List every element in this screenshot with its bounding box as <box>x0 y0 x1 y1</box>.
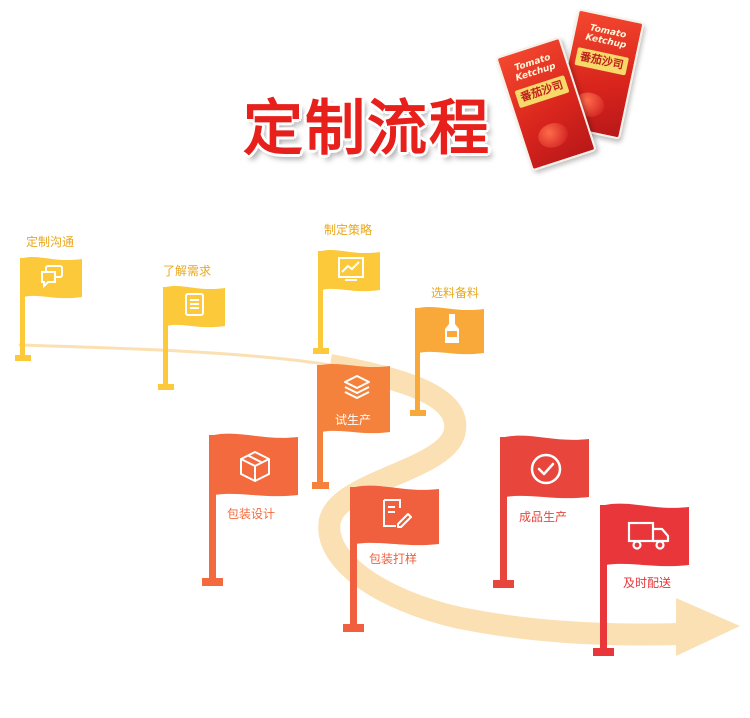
document-icon <box>185 293 204 316</box>
layers-icon <box>344 375 370 399</box>
flag-step-9: 及时配送 <box>593 502 693 662</box>
flag-step-4 <box>410 305 490 420</box>
step-9-label: 及时配送 <box>623 576 672 590</box>
flag-step-8: 成品生产 <box>493 434 593 594</box>
chart-icon <box>338 257 364 281</box>
bottle-icon <box>445 314 459 343</box>
flag-step-5: 试生产 <box>312 362 392 492</box>
flag-step-2 <box>158 284 228 394</box>
truck-icon <box>627 521 670 550</box>
step-1-label: 定制沟通 <box>26 235 75 249</box>
packet-band: 番茄沙司 <box>574 47 630 76</box>
check-circle-icon <box>530 453 562 485</box>
tomato-image <box>535 119 572 152</box>
step-6-label: 包装设计 <box>227 507 276 521</box>
road-curve <box>318 354 681 646</box>
step-3-label: 制定策略 <box>324 223 373 237</box>
box-icon <box>240 451 270 482</box>
flag-step-3 <box>313 248 383 358</box>
page-title: 定制流程 <box>243 94 491 164</box>
road-thin-start <box>18 343 332 367</box>
step-4-label: 选料备料 <box>431 286 480 300</box>
step-7-label: 包装打样 <box>369 552 418 566</box>
flag-step-1 <box>15 255 85 365</box>
packet-brand: Tomato Ketchup <box>584 23 628 51</box>
step-8-label: 成品生产 <box>519 510 568 524</box>
step-5-label: 试生产 <box>335 413 372 427</box>
flag-step-7: 包装打样 <box>343 484 443 639</box>
road-arrow-head <box>676 598 740 656</box>
step-2-label: 了解需求 <box>163 264 212 278</box>
flag-step-6: 包装设计 <box>202 432 302 592</box>
edit-document-icon <box>383 499 412 528</box>
chat-icon <box>41 265 63 289</box>
